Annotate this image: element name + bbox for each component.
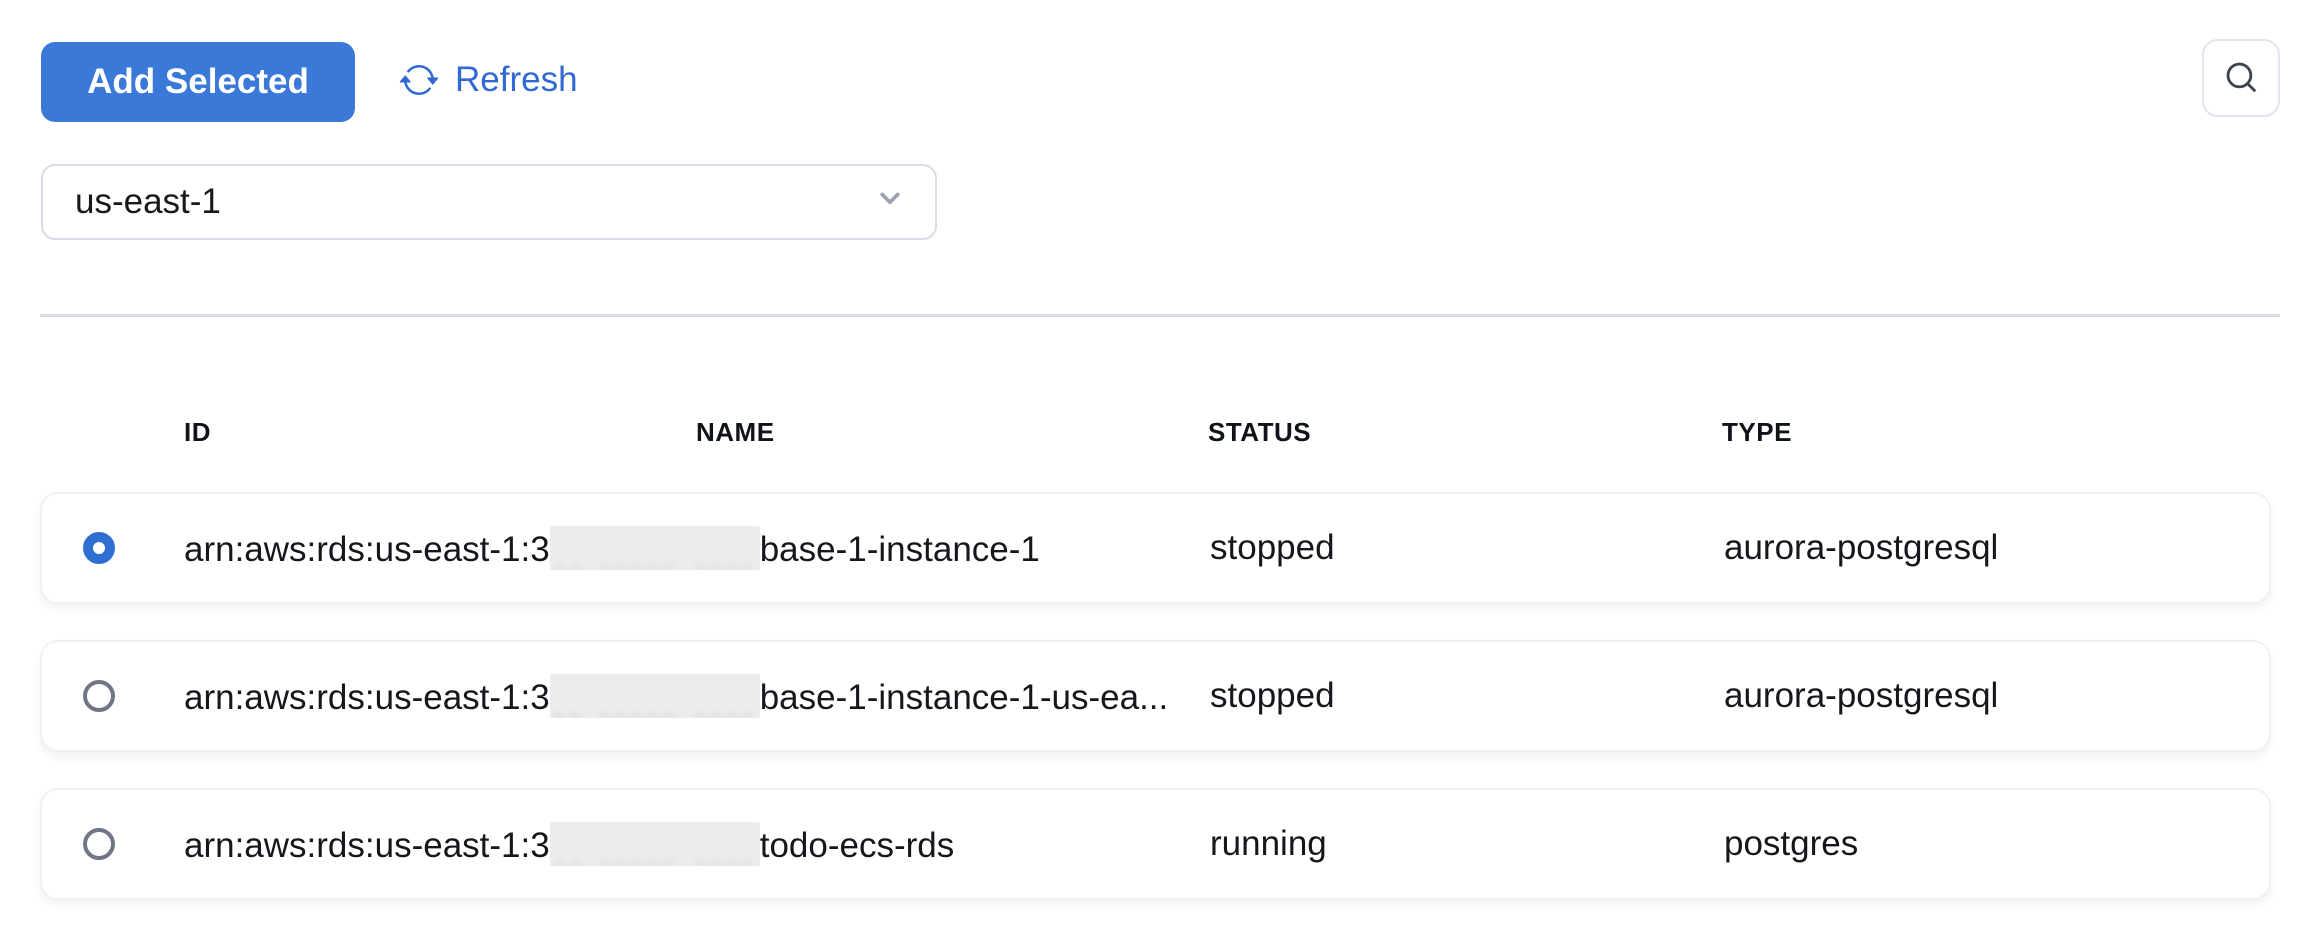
search-button[interactable] <box>2202 39 2280 117</box>
column-header-name: NAME <box>696 417 775 447</box>
table-row[interactable]: arn:aws:rds:us-east-1:3·· ····· ····base… <box>40 492 2271 604</box>
row-status: running <box>1210 824 1327 863</box>
table-header: ID NAME STATUS TYPE <box>40 417 2271 453</box>
add-selected-button[interactable]: Add Selected <box>41 42 355 122</box>
row-type: postgres <box>1724 824 1859 863</box>
column-header-id: ID <box>184 417 211 447</box>
redacted-account-id: ·· ····· ···· <box>549 526 760 570</box>
row-status: stopped <box>1210 528 1335 567</box>
column-header-status: STATUS <box>1208 417 1312 447</box>
row-type: aurora-postgresql <box>1724 676 1999 715</box>
row-radio-button[interactable] <box>83 680 115 712</box>
chevron-down-icon <box>873 181 907 224</box>
section-divider <box>40 314 2280 317</box>
row-status: stopped <box>1210 676 1335 715</box>
search-icon <box>2222 58 2260 99</box>
refresh-icon <box>399 60 439 100</box>
refresh-button[interactable]: Refresh <box>399 50 578 110</box>
redacted-account-id: ·· ····· ···· <box>549 674 760 718</box>
column-header-type: TYPE <box>1722 417 1792 447</box>
row-id-cell: arn:aws:rds:us-east-1:3·· ····· ····base… <box>184 526 1210 570</box>
region-select-value: us-east-1 <box>75 182 221 221</box>
refresh-label: Refresh <box>455 60 578 99</box>
redacted-account-id: ·· ····· ···· <box>549 822 760 866</box>
row-type: aurora-postgresql <box>1724 528 1999 567</box>
table-row[interactable]: arn:aws:rds:us-east-1:3·· ····· ····todo… <box>40 788 2271 900</box>
region-select[interactable]: us-east-1 <box>41 164 937 240</box>
row-radio-button[interactable] <box>83 532 115 564</box>
row-id-cell: arn:aws:rds:us-east-1:3·· ····· ····todo… <box>184 822 1210 866</box>
row-radio-button[interactable] <box>83 828 115 860</box>
row-id-cell: arn:aws:rds:us-east-1:3·· ····· ····base… <box>184 674 1210 718</box>
table-row[interactable]: arn:aws:rds:us-east-1:3·· ····· ····base… <box>40 640 2271 752</box>
